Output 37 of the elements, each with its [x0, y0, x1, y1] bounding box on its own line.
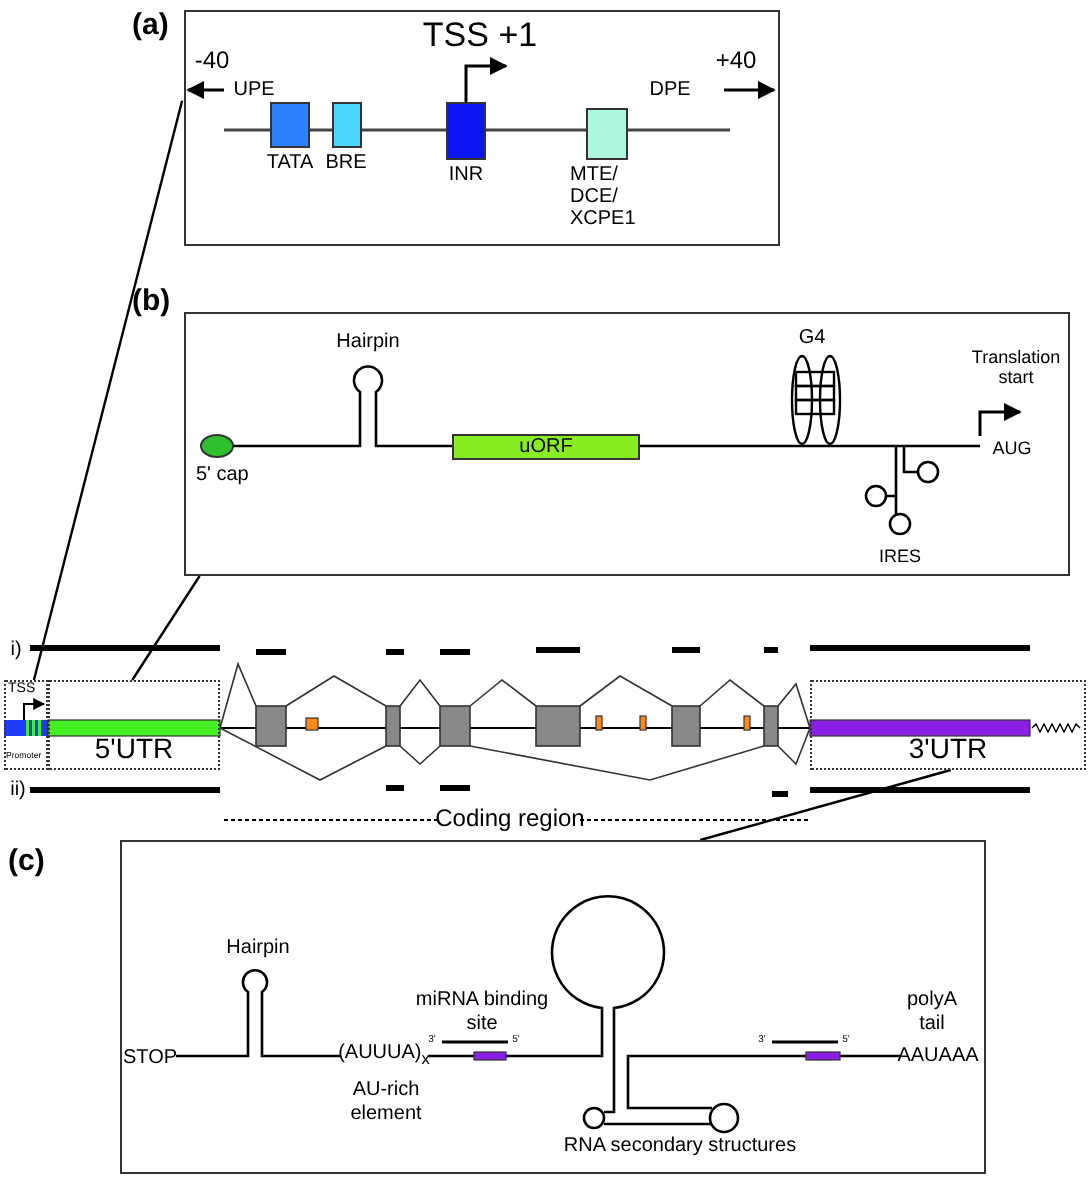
panel-letter: (c) [8, 844, 45, 878]
zoom-line [32, 100, 184, 681]
zoom-line [699, 768, 952, 842]
structure-label: RNA secondary structures [563, 1134, 797, 1158]
cap-label: 5' cap [196, 464, 249, 486]
heading: TSS +1 [422, 16, 538, 56]
element-label: DPE [649, 78, 691, 102]
structure-label: Hairpin [336, 330, 400, 354]
utr-region-box [48, 680, 220, 770]
row-label: i) [10, 638, 22, 662]
motif-label: AAUAAA [897, 1044, 979, 1068]
element-label: UPE [233, 78, 275, 102]
scale-label: -40 [194, 48, 230, 76]
structure-label: AU-rich element [348, 1079, 424, 1125]
region-label: Coding region [435, 806, 585, 834]
structure-label: miRNA binding site [413, 989, 551, 1035]
element-label: BRE [325, 152, 367, 174]
promoter-region-box [4, 680, 48, 770]
structure-label: Hairpin [226, 936, 290, 960]
panel-letter: (b) [132, 284, 171, 318]
region-label: 5'UTR [94, 732, 174, 764]
element-label: TATA [266, 152, 314, 174]
uorf-box: uORF [452, 434, 640, 460]
region-label: 3'UTR [908, 732, 988, 764]
panel-letter: (a) [132, 8, 169, 42]
utr-region-box [810, 680, 1086, 770]
element-label: MTE/ DCE/ XCPE1 [570, 164, 638, 230]
structure-label: Translation start [969, 347, 1063, 389]
codon-label: AUG [992, 437, 1032, 459]
element-label: INR [448, 164, 484, 186]
structure-label: polyA tail [904, 989, 959, 1035]
scale-label: +40 [715, 48, 757, 76]
zoom-line [131, 575, 201, 681]
structure-label: IRES [879, 545, 921, 567]
structure-label: G4 [798, 326, 826, 350]
codon-label: STOP [122, 1046, 178, 1070]
row-label: ii) [10, 778, 26, 802]
